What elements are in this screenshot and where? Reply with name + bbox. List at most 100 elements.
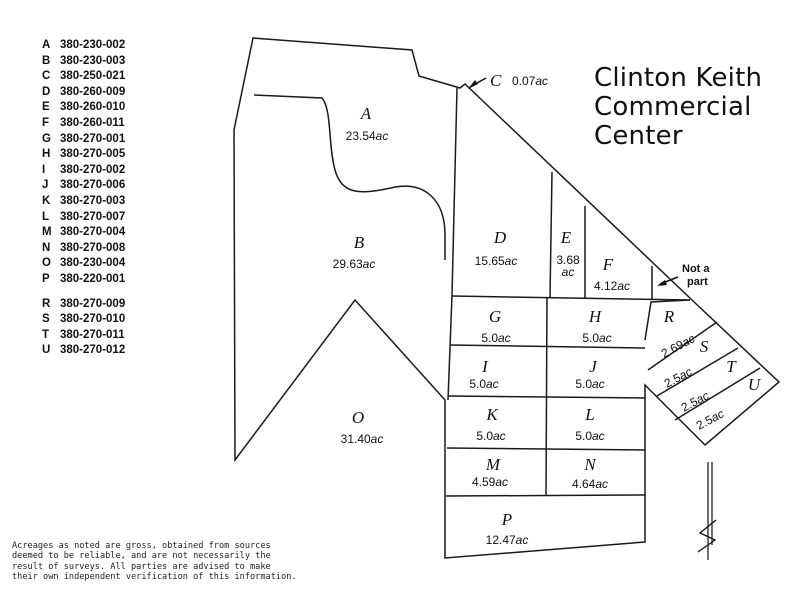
lot-area-l: 5.0ac xyxy=(575,429,604,443)
not-a-part-label-2: part xyxy=(687,276,708,288)
lot-area-n: 4.64ac xyxy=(572,477,608,491)
legend-apn: 380-270-002 xyxy=(60,163,126,176)
legend-key: E xyxy=(42,101,50,114)
lot-area-u: 2.5ac xyxy=(694,406,727,432)
lot-area-unit-e: ac xyxy=(562,265,575,279)
legend-row-e: E 380-260-010 xyxy=(42,100,212,116)
legend-apn: 380-250-021 xyxy=(60,70,126,83)
lot-letter-g: G xyxy=(489,307,501,326)
legend-key: L xyxy=(42,210,50,223)
legend-row-m: M 380-270-004 xyxy=(42,225,212,241)
lot-area-t: 2.5ac xyxy=(679,388,712,414)
boundary-ij-kl xyxy=(447,395,646,399)
arrow-pointer-icon xyxy=(468,77,487,89)
lot-letter-e: E xyxy=(560,228,572,247)
legend-apn: 380-270-011 xyxy=(60,328,125,341)
legend-apn: 380-230-003 xyxy=(60,54,126,67)
legend-row-g: G 380-270-001 xyxy=(42,132,212,148)
legend-apn: 380-220-001 xyxy=(60,272,126,285)
legend-key: F xyxy=(42,116,50,129)
legend-apn: 380-270-008 xyxy=(60,241,126,254)
legend-key: H xyxy=(42,148,51,161)
legend-apn: 380-270-005 xyxy=(60,148,126,161)
legend-key: N xyxy=(42,241,51,254)
lot-letter-r: R xyxy=(663,307,675,326)
parcel-boundaries xyxy=(233,37,781,559)
lot-letter-c: C xyxy=(490,71,502,90)
legend-row-s: S 380-270-010 xyxy=(42,312,212,328)
legend-key: G xyxy=(42,132,51,145)
legend-key: J xyxy=(42,179,49,192)
lot-letter-h: H xyxy=(588,307,603,326)
lot-letter-p: P xyxy=(501,510,512,529)
legend-apn: 380-270-001 xyxy=(60,132,126,145)
lot-letter-f: F xyxy=(602,255,614,274)
legend-row-u: U 380-270-012 xyxy=(42,343,212,359)
boundary-r-s xyxy=(647,321,718,371)
legend-key: B xyxy=(42,54,51,67)
legend-key: U xyxy=(42,344,51,357)
boundary-b-d xyxy=(447,87,458,401)
disclaimer-line: deemed to be reliable, and are not neces… xyxy=(12,551,271,562)
lot-area-i: 5.0ac xyxy=(469,377,498,391)
lot-area-m: 4.59ac xyxy=(472,475,508,489)
disclaimer-line: result of surveys. All parties are advis… xyxy=(12,561,271,572)
legend-apn: 380-270-004 xyxy=(60,226,126,239)
legend-key: I xyxy=(42,163,46,176)
legend-row-b: B 380-230-003 xyxy=(42,54,212,70)
lot-letter-u: U xyxy=(748,375,762,394)
lot-area-k: 5.0ac xyxy=(476,429,505,443)
legend-key: A xyxy=(42,39,51,51)
lot-letter-t: T xyxy=(726,357,737,376)
legend-key: O xyxy=(42,257,51,270)
legend-key: T xyxy=(42,328,50,341)
lot-letter-d: D xyxy=(493,228,507,247)
lot-letter-m: M xyxy=(485,455,501,474)
legend-apn: 380-260-010 xyxy=(60,101,126,114)
legend-key: R xyxy=(42,297,51,310)
disclaimer-line: Acreages as noted are gross, obtained fr… xyxy=(12,541,271,551)
lot-area-a: 23.54ac xyxy=(346,129,389,143)
disclaimer-line: their own independent verification of th… xyxy=(12,571,297,582)
lot-letter-b: B xyxy=(354,233,365,252)
lot-letter-s: S xyxy=(700,337,709,356)
legend-key: M xyxy=(42,226,52,239)
north-arrow-icon xyxy=(697,462,717,560)
legend-key: D xyxy=(42,85,51,98)
lot-area-c: 0.07ac xyxy=(512,74,548,88)
lot-letter-l: L xyxy=(584,405,594,424)
lot-letter-k: K xyxy=(485,405,499,424)
boundary-kl-mn xyxy=(446,447,646,451)
lot-area-j: 5.0ac xyxy=(575,377,604,391)
lot-letter-o: O xyxy=(352,408,364,427)
legend-key: S xyxy=(42,313,50,326)
boundary-s-t xyxy=(656,347,739,397)
legend-row-j: J 380-270-006 xyxy=(42,178,212,194)
outer-boundary xyxy=(233,37,781,559)
legend-row-t: T 380-270-011 xyxy=(42,328,212,344)
not-a-part-arrow-icon xyxy=(657,276,679,286)
boundary-h-r xyxy=(644,299,691,341)
boundary-mn-p xyxy=(445,494,646,497)
legend-apn: 380-270-006 xyxy=(60,179,126,192)
lot-letter-n: N xyxy=(583,455,597,474)
legend-apn: 380-270-012 xyxy=(60,344,126,357)
lot-area-d: 15.65ac xyxy=(475,254,518,268)
legend-apn: 380-270-003 xyxy=(60,194,126,207)
boundary-gh-ij xyxy=(449,344,646,349)
map-title: Clinton Keith Commercial Center xyxy=(594,64,762,151)
not-a-part-label-1: Not a xyxy=(682,263,710,275)
boundary-d-g xyxy=(451,295,691,301)
legend-apn: 380-270-010 xyxy=(60,313,126,326)
lot-letter-a: A xyxy=(360,104,372,123)
lot-letter-i: I xyxy=(481,357,489,376)
legend-row-i: I 380-270-002 xyxy=(42,163,212,179)
